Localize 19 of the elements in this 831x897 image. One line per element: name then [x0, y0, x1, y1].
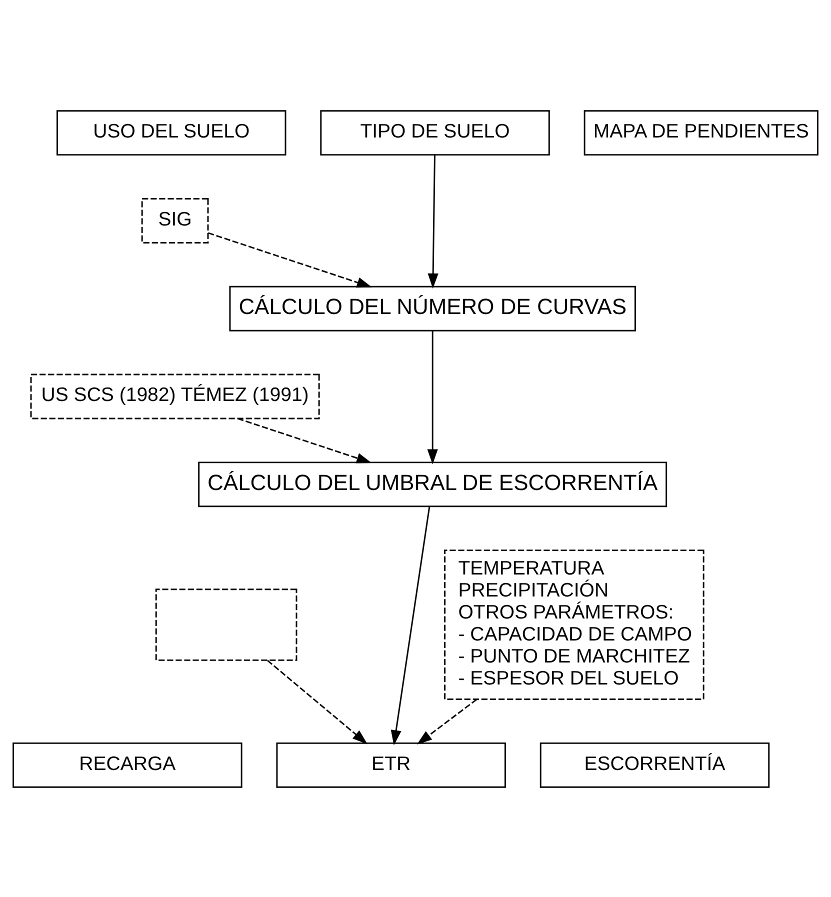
node-box: CÁLCULO DEL NÚMERO DE CURVAS [229, 285, 636, 331]
arrow [208, 232, 372, 288]
arrow [427, 330, 438, 464]
arrow [237, 417, 372, 463]
node-box: USO DEL SUELO [56, 110, 286, 156]
node-box [155, 588, 298, 660]
node-box: TEMPERATURA PRECIPITACIÓN OTROS PARÁMETROS: - CAPACIDAD DE CAMPO - PUNTO DE MARCHITEZ - ESPESOR DEL SUELO [444, 549, 704, 700]
arrow [266, 659, 368, 744]
arrow [416, 698, 478, 744]
node-box: ESCORRENTÍA [540, 742, 770, 788]
node-box: TIPO DE SUELO [320, 110, 550, 156]
node-box: SIG [141, 198, 209, 243]
arrow [390, 506, 430, 745]
node-box: MAPA DE PENDIENTES [584, 110, 818, 156]
node-box: CÁLCULO DEL UMBRAL DE ESCORRENTÍA [198, 461, 668, 507]
node-box: RECARGA [12, 742, 242, 788]
node-box: US SCS (1982) TÉMEZ (1991) [30, 373, 320, 419]
arrow [428, 154, 438, 288]
node-box: ETR [276, 742, 506, 788]
